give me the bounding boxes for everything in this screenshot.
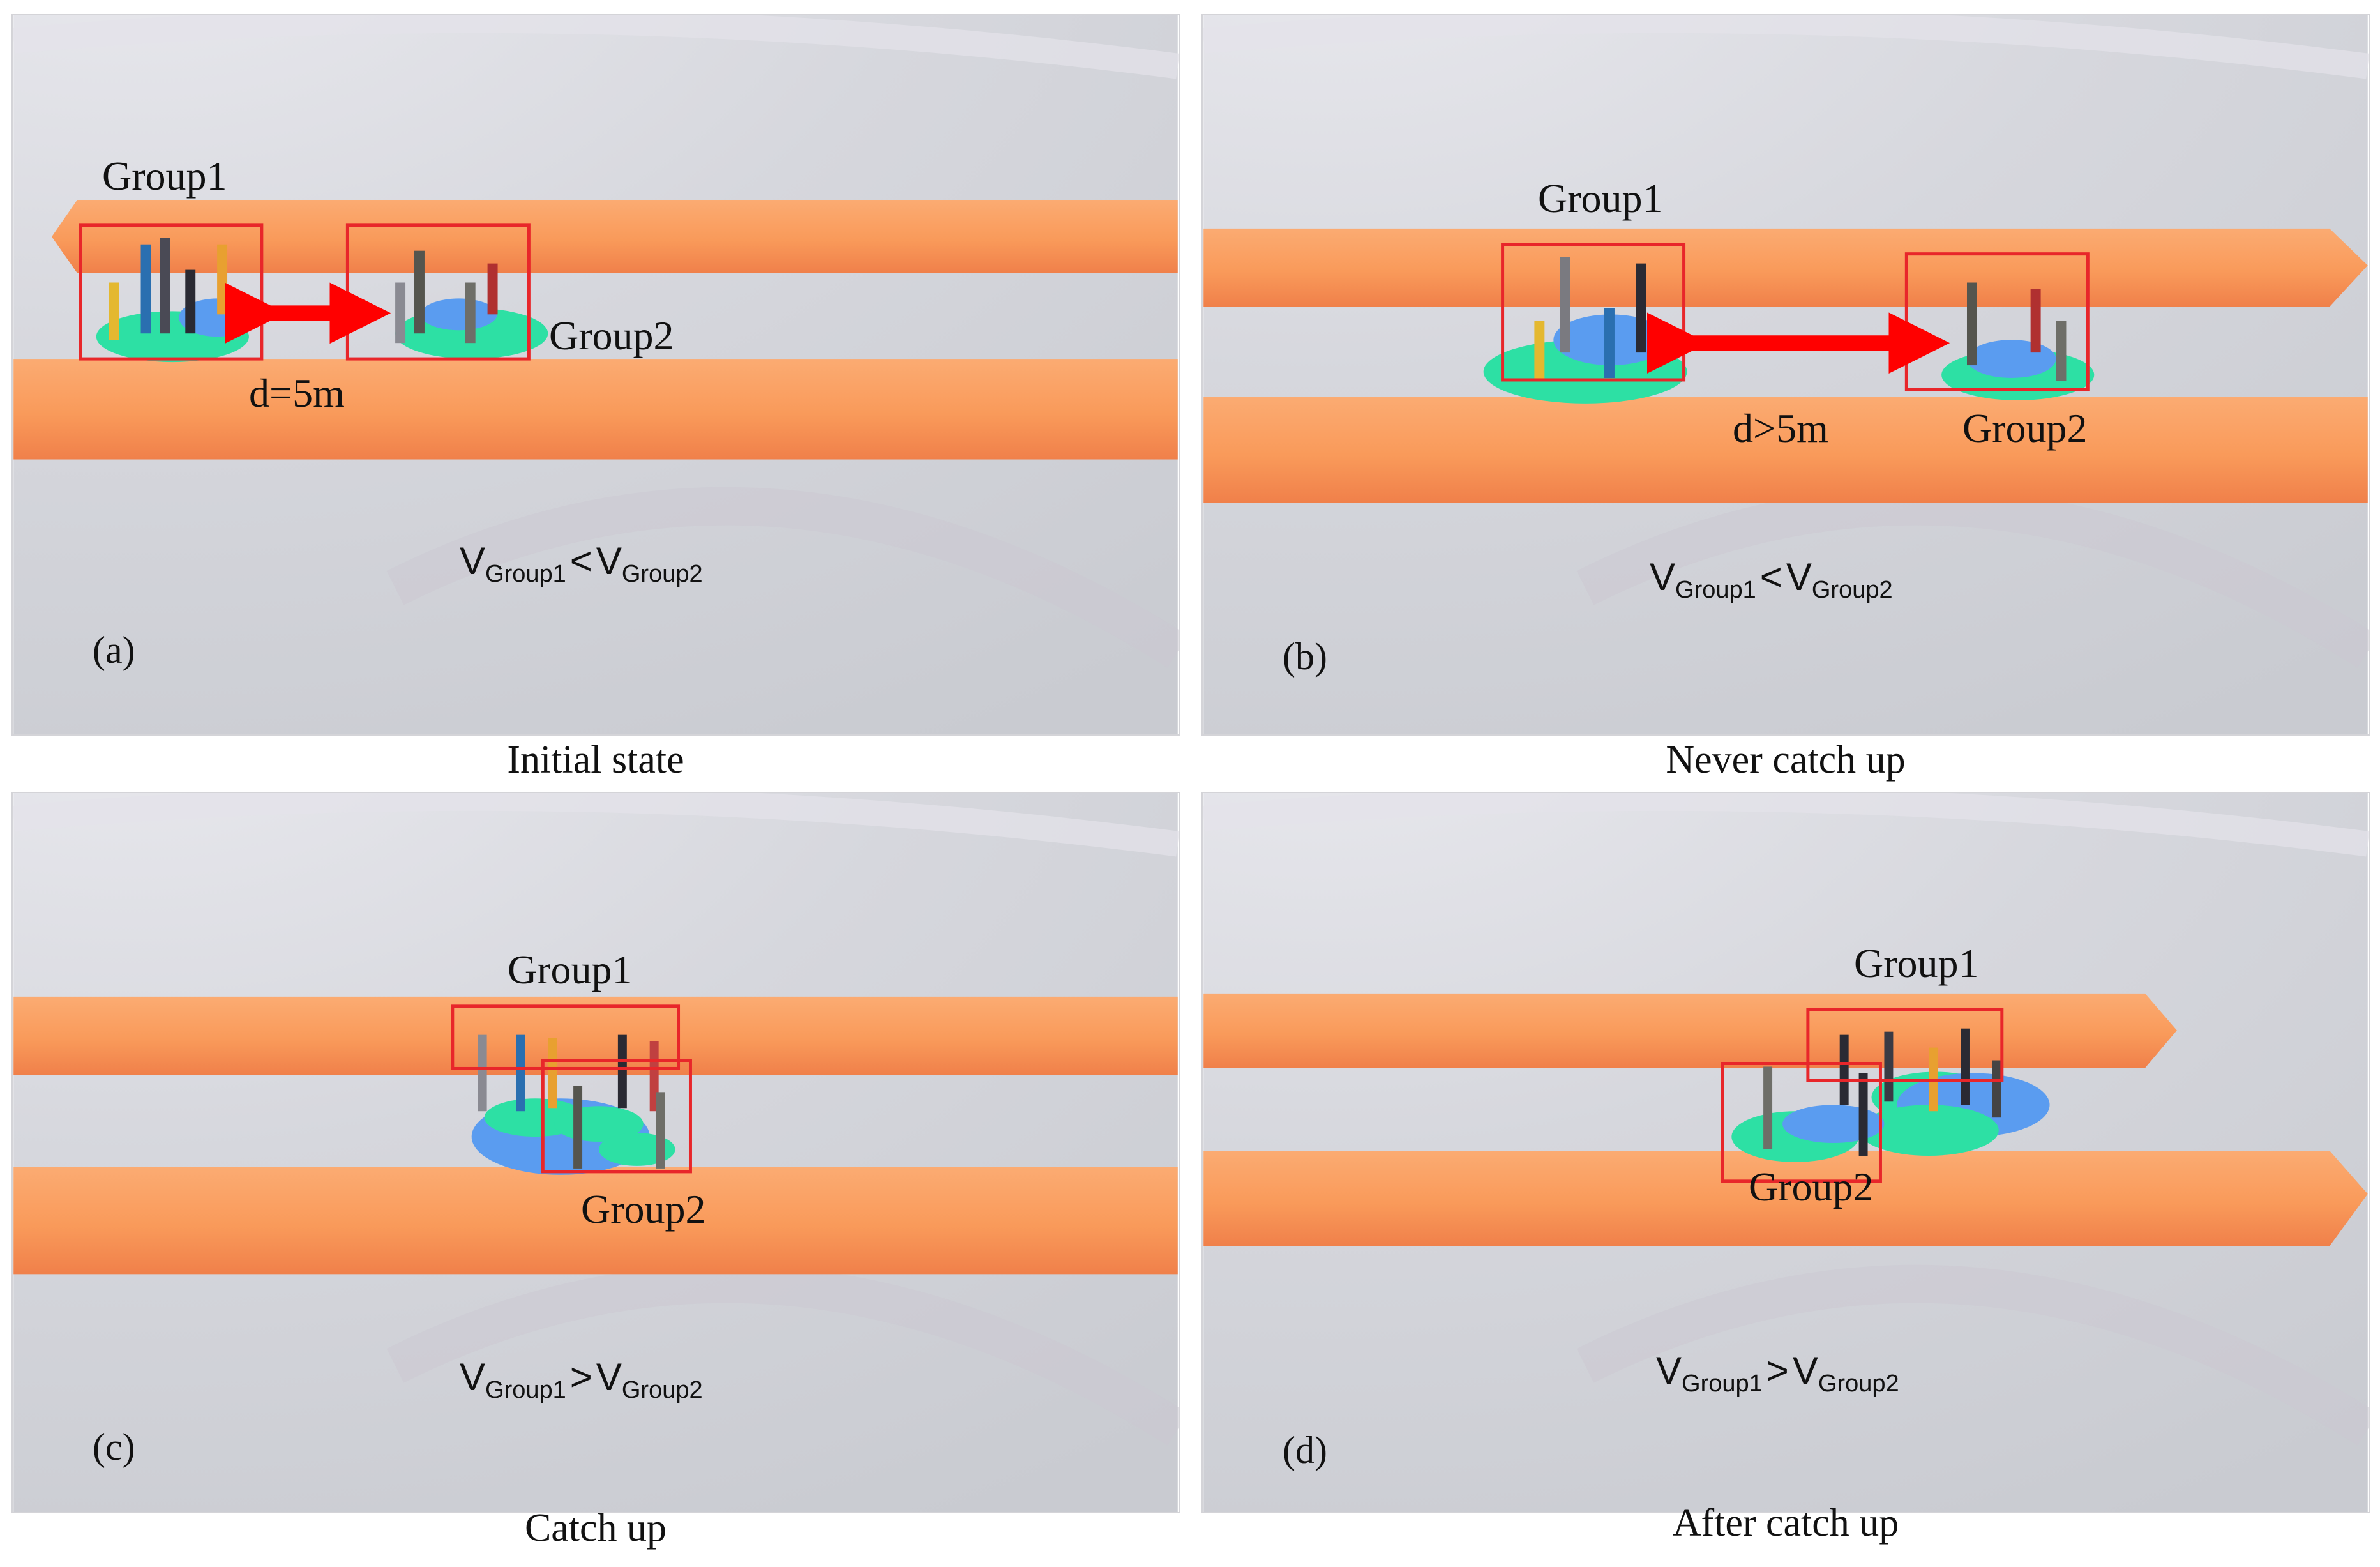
people-group2 <box>573 1086 665 1169</box>
people-group2 <box>1763 1066 1868 1156</box>
group1-label: Group1 <box>102 153 227 199</box>
velocity-formula: VGroup1>VGroup2 <box>1656 1349 1899 1397</box>
panel-d: Group1 Group2 VGroup1>VGroup2 (d) <box>1201 792 2370 1513</box>
lane-top <box>52 199 1178 273</box>
panel-label: (b) <box>1283 635 1327 678</box>
group2-label: Group2 <box>1962 405 2088 451</box>
lane-bottom <box>1203 397 2368 503</box>
velocity-formula: VGroup1<VGroup2 <box>1650 556 1893 603</box>
distance-label: d=5m <box>249 370 345 416</box>
people-group1 <box>1534 257 1646 381</box>
lane-top <box>1203 993 2177 1068</box>
panel-label: (c) <box>93 1426 135 1468</box>
group1-label: Group1 <box>1538 176 1663 221</box>
panel-b: Group1 Group2 d>5m VGroup1<VGroup2 (b) <box>1201 14 2370 736</box>
people-group2 <box>1966 282 2067 381</box>
scene-a <box>13 15 1179 734</box>
velocity-formula: VGroup1>VGroup2 <box>460 1356 703 1404</box>
panel-label: (a) <box>93 629 135 671</box>
group1-box <box>451 1004 681 1070</box>
caption-d: After catch up <box>1672 1501 1899 1545</box>
caption-b: Never catch up <box>1666 738 1906 782</box>
lane-bottom <box>13 1167 1178 1275</box>
people-group2 <box>395 250 498 344</box>
panel-a: Group1 Group2 d=5m VGroup1<VGroup2 (a) <box>11 14 1180 736</box>
group1-box <box>1501 243 1686 382</box>
group1-box <box>1806 1008 2004 1082</box>
scene-b <box>1203 15 2369 734</box>
group2-box <box>1721 1062 1882 1183</box>
panel-c: Group1 Group2 VGroup1>VGroup2 (c) <box>11 792 1180 1513</box>
group2-label: Group2 <box>581 1186 706 1232</box>
distance-label: d>5m <box>1733 405 1828 451</box>
group2-box <box>541 1059 692 1174</box>
caption-c: Catch up <box>524 1506 667 1550</box>
group2-label: Group2 <box>549 313 674 358</box>
group1-label: Group1 <box>1854 941 1979 986</box>
velocity-formula: VGroup1<VGroup2 <box>460 540 703 587</box>
lane-top <box>13 996 1178 1075</box>
people-group1 <box>109 238 228 340</box>
group2-label: Group2 <box>1749 1164 1874 1209</box>
scene-d <box>1203 793 2369 1512</box>
lane-bottom <box>1203 1151 2368 1246</box>
scene-c <box>13 793 1179 1512</box>
panel-label: (d) <box>1283 1429 1327 1471</box>
lane-bottom <box>13 359 1178 460</box>
lane-top <box>1203 228 2368 307</box>
caption-a: Initial state <box>507 738 684 782</box>
group1-label: Group1 <box>508 947 633 992</box>
